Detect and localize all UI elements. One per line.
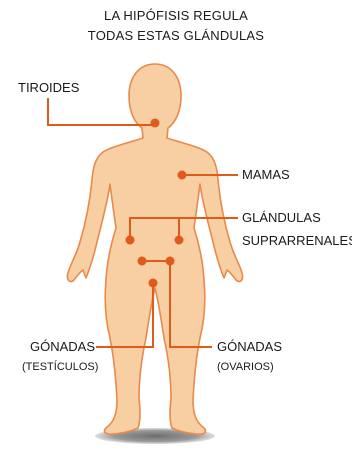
suprarrenal-left-marker	[126, 236, 135, 245]
label-tiroides: TIROIDES	[18, 80, 79, 96]
testiculo-marker	[149, 279, 158, 288]
label-suprarrenales-2: SUPRARRENALES	[242, 233, 352, 249]
label-gonadas-left-2: (TESTÍCULOS)	[22, 360, 98, 374]
label-suprarrenales-1: GLÁNDULAS	[242, 210, 321, 226]
tiroides-marker	[151, 119, 160, 128]
label-gonadas-left-1: GÓNADAS	[30, 339, 95, 355]
label-gonadas-right-2: (OVARIOS)	[217, 360, 274, 374]
ovario-right-marker	[166, 257, 175, 266]
ovario-left-marker	[138, 257, 147, 266]
mamas-marker	[178, 171, 187, 180]
label-gonadas-right-1: GÓNADAS	[217, 339, 282, 355]
suprarrenal-right-marker	[175, 236, 184, 245]
label-mamas: MAMAS	[242, 167, 290, 183]
